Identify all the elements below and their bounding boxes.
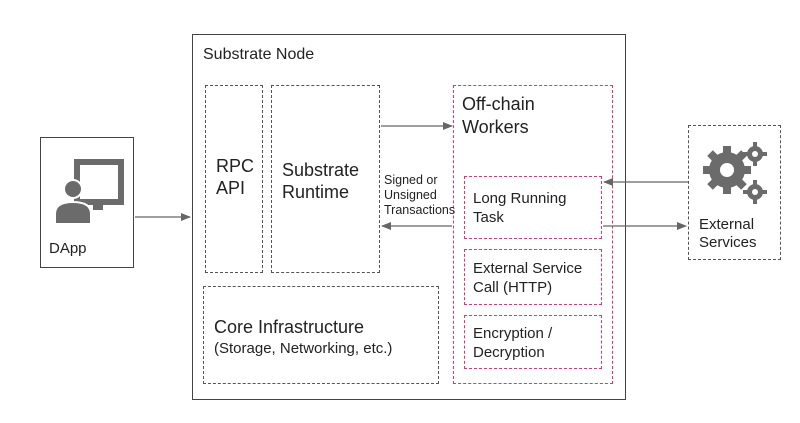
edge-label-line2: Unsigned <box>384 188 437 202</box>
task2-line1: External Service <box>473 260 583 277</box>
runtime-line2: Runtime <box>282 182 350 202</box>
runtime-line1: Substrate <box>282 160 360 180</box>
rpc-api-line1: RPC <box>216 156 255 176</box>
task1-line1: Long Running <box>473 190 567 207</box>
long-running-task-box: Long Running Task <box>464 176 602 239</box>
external-services-line1: External <box>699 216 755 233</box>
core-line1: Core Infrastructure <box>214 317 365 337</box>
substrate-runtime-box: Substrate Runtime <box>271 85 380 273</box>
external-services-line2: Services <box>699 234 757 251</box>
offchain-workers-box: Off-chain Workers <box>453 85 613 384</box>
task3-line1: Encryption / <box>473 325 553 342</box>
task3-line2: Decryption <box>473 344 545 361</box>
edge-label-line1: Signed or <box>384 173 438 187</box>
rpc-api-box: RPC API <box>205 85 263 273</box>
external-services-box: External Services <box>688 125 781 260</box>
substrate-node-box: Substrate Node <box>192 34 626 400</box>
core-line2: (Storage, Networking, etc.) <box>214 340 393 357</box>
task2-line2: Call (HTTP) <box>473 279 553 296</box>
dapp-box: DApp <box>40 137 134 268</box>
substrate-node-title: Substrate Node <box>203 46 315 63</box>
gears-icon <box>703 142 767 204</box>
task1-line2: Task <box>473 209 504 226</box>
user-computer-icon <box>54 159 124 225</box>
offchain-title-line2: Workers <box>462 117 529 137</box>
dapp-label: DApp <box>49 240 87 257</box>
external-service-call-box: External Service Call (HTTP) <box>464 249 602 305</box>
rpc-api-line2: API <box>216 178 246 198</box>
core-infrastructure-box: Core Infrastructure (Storage, Networking… <box>203 286 439 384</box>
edge-label-line3: Transactions <box>384 203 456 217</box>
encryption-decryption-box: Encryption / Decryption <box>464 315 602 369</box>
offchain-title-line1: Off-chain <box>462 94 535 114</box>
